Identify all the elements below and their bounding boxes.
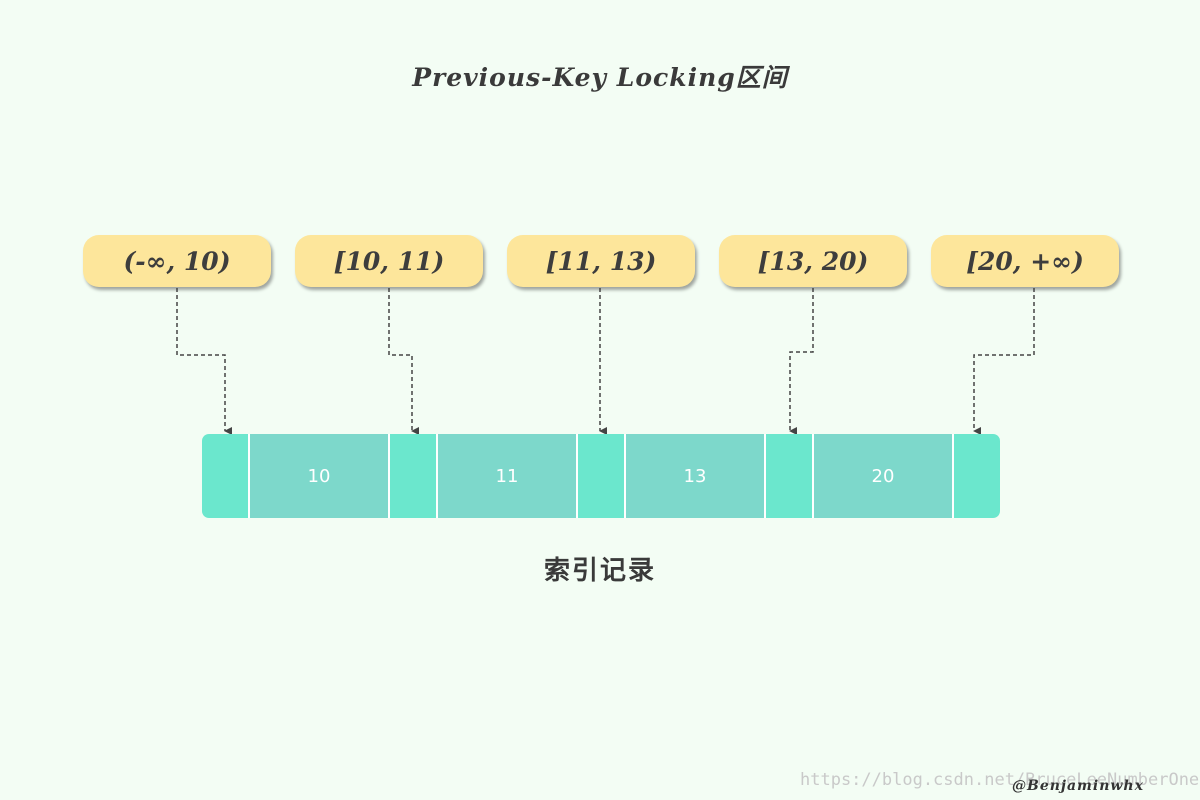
diagram-title: Previous-Key Locking区间 xyxy=(412,63,788,92)
gap-cell xyxy=(390,434,436,518)
watermark-url: https://blog.csdn.net/BruceLeeNumberOne xyxy=(800,770,1200,790)
gap-cell xyxy=(954,434,1000,518)
interval-box: (-∞, 10) xyxy=(83,235,271,287)
cell-divider xyxy=(624,434,626,518)
record-cell: 20 xyxy=(814,434,952,518)
gap-cell xyxy=(578,434,624,518)
interval-box: [13, 20) xyxy=(719,235,907,287)
record-cell: 13 xyxy=(626,434,764,518)
author-signature: @Benjaminwhx xyxy=(1012,778,1144,794)
cell-divider xyxy=(952,434,954,518)
record-cell: 11 xyxy=(438,434,576,518)
interval-box: [20, +∞) xyxy=(931,235,1119,287)
interval-box: [10, 11) xyxy=(295,235,483,287)
connector-arrow xyxy=(973,288,1035,435)
index-record-bar: 10 11 13 20 xyxy=(202,434,1000,518)
cell-divider xyxy=(436,434,438,518)
connector-arrow xyxy=(176,288,232,435)
index-record-caption: 索引记录 xyxy=(543,556,656,586)
gap-cell xyxy=(766,434,812,518)
cell-divider xyxy=(764,434,766,518)
connector-arrow xyxy=(388,288,419,435)
connector-arrow xyxy=(789,288,814,435)
cell-divider xyxy=(812,434,814,518)
record-cell: 10 xyxy=(250,434,388,518)
gap-cell xyxy=(202,434,248,518)
interval-box: [11, 13) xyxy=(507,235,695,287)
cell-divider xyxy=(248,434,250,518)
cell-divider xyxy=(388,434,390,518)
cell-divider xyxy=(576,434,578,518)
